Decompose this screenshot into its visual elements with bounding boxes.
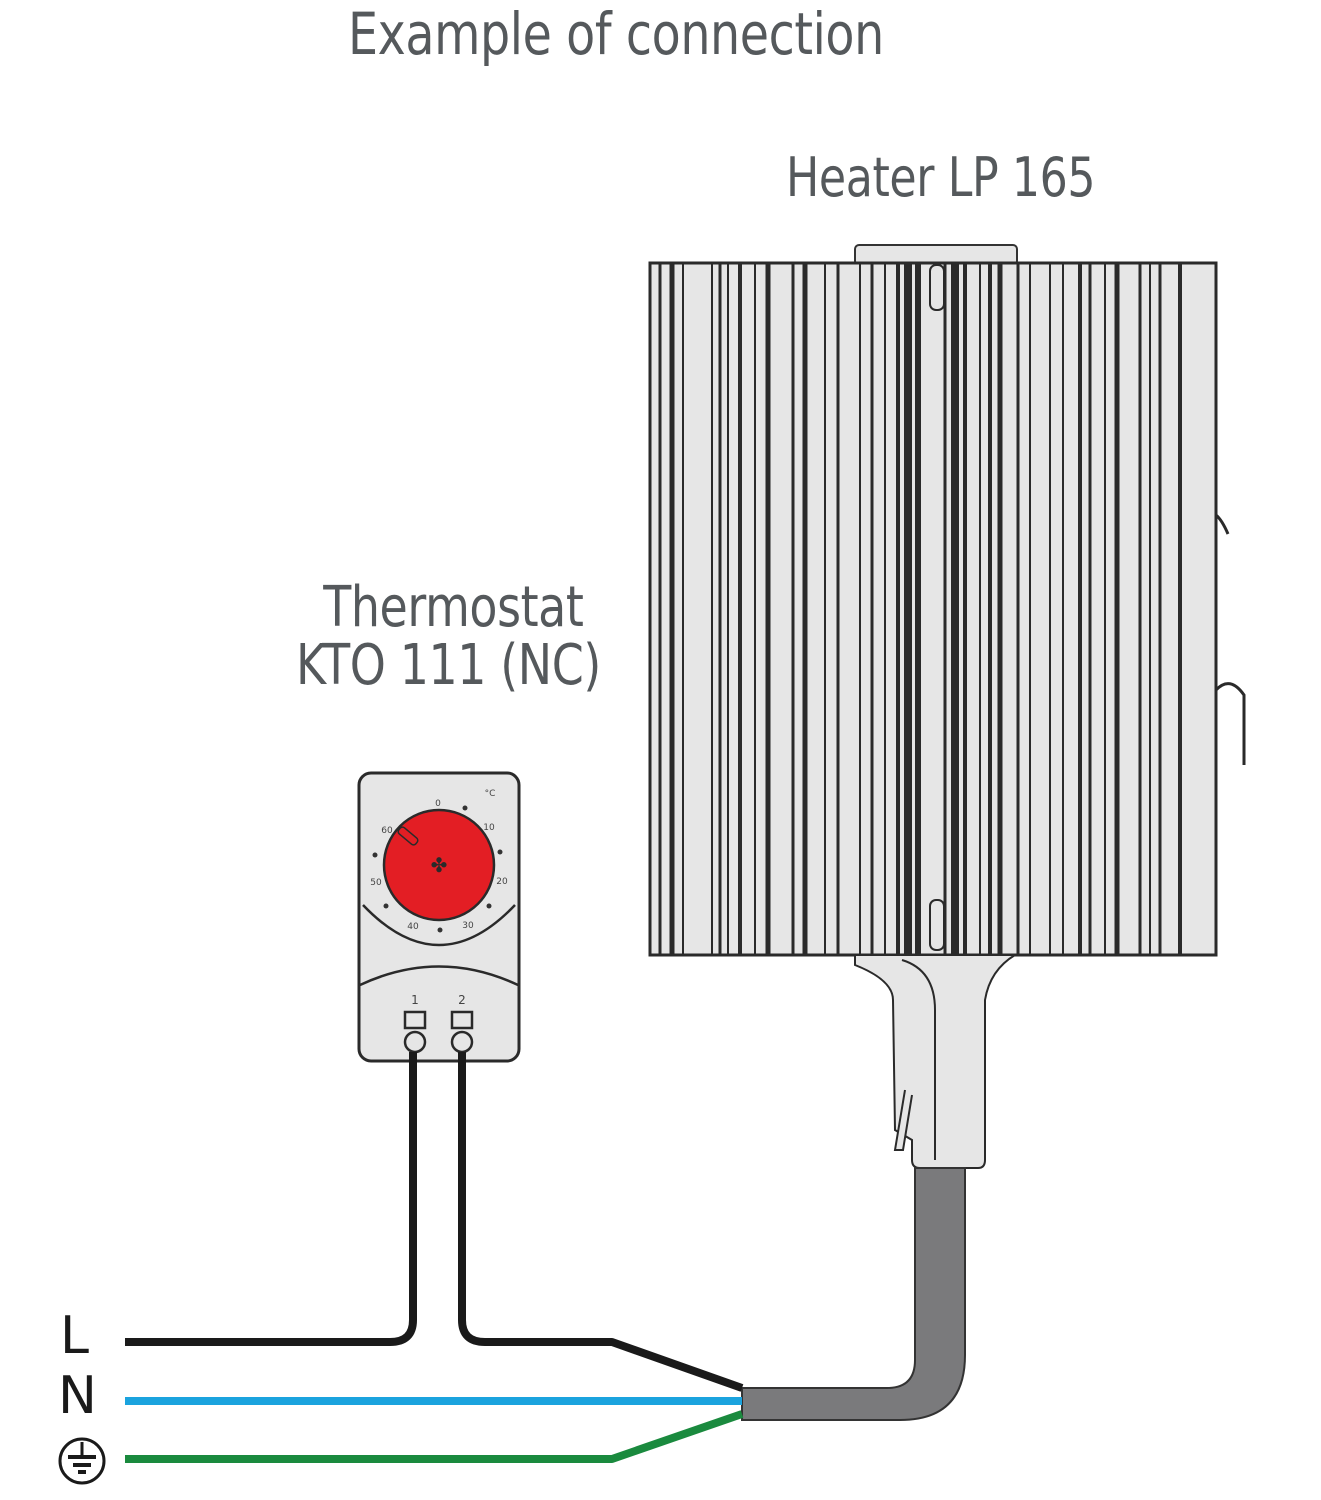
svg-text:20: 20	[496, 877, 508, 887]
heater-fins	[658, 263, 1182, 955]
terminal-1-label: 1	[411, 993, 419, 1007]
thermostat-label: Thermostat KTO 111 (NC)	[296, 580, 601, 696]
heater	[648, 244, 1246, 1169]
terminal-2-label: 2	[458, 993, 466, 1007]
diagram-title: Example of connection	[348, 0, 884, 68]
earth-icon	[58, 1437, 106, 1485]
svg-text:°C: °C	[485, 789, 496, 799]
wire-label-L: L	[60, 1306, 89, 1366]
svg-text:✤: ✤	[431, 853, 448, 877]
svg-text:40: 40	[407, 922, 419, 932]
heater-label: Heater LP 165	[786, 146, 1096, 209]
terminal-2[interactable]	[450, 1010, 474, 1030]
svg-text:10: 10	[483, 823, 495, 833]
wire-L	[125, 1052, 417, 1346]
svg-text:30: 30	[462, 921, 474, 931]
terminal-1[interactable]	[403, 1010, 427, 1030]
svg-text:60: 60	[381, 826, 393, 836]
svg-text:50: 50	[370, 878, 382, 888]
wire-PE	[125, 1410, 744, 1463]
thermostat-label-line2: KTO 111 (NC)	[296, 633, 601, 698]
heater-cable	[741, 1167, 966, 1421]
wire-thermostat-to-heater	[458, 1052, 744, 1392]
svg-text:0: 0	[435, 799, 441, 809]
wire-label-N: N	[58, 1366, 97, 1426]
thermostat: ✤ °C 0 10 20 30 40 50 60 1 2	[357, 771, 521, 1063]
thermostat-label-line1: Thermostat	[323, 575, 584, 640]
